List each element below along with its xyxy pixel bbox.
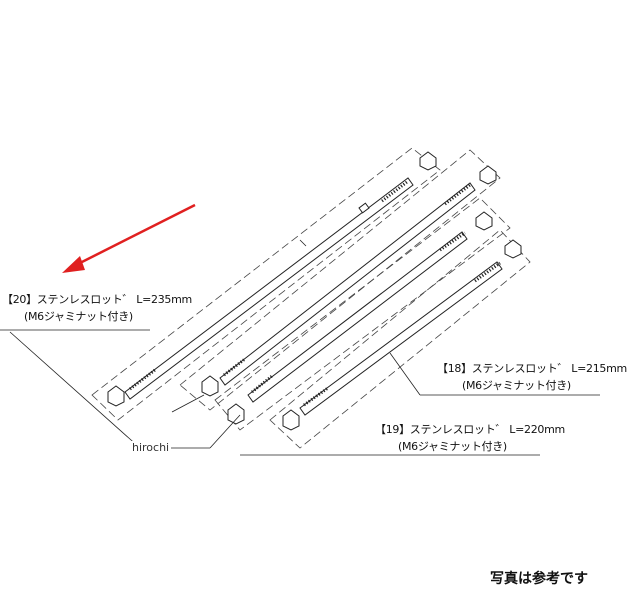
part-18-label: 【18】ステンレスロット゛ L=215mm — [437, 362, 627, 375]
part-20-label: 【20】ステンレスロット゛ L=235mm — [2, 293, 192, 306]
dashed-boxes — [91, 147, 531, 449]
reference-photo-note: 写真は参考です — [490, 571, 588, 587]
rod-19 — [282, 239, 522, 431]
rod-mid — [201, 165, 497, 397]
rod-18 — [227, 211, 493, 425]
parts-diagram — [0, 147, 600, 456]
rod-20 — [107, 151, 437, 407]
part-18-note: (M6ジャミナット付き) — [462, 379, 571, 392]
part-20-note: (M6ジャミナット付き) — [24, 310, 133, 323]
leader-lines — [0, 239, 600, 456]
red-arrow-icon — [62, 203, 196, 273]
part-19-note: (M6ジャミナット付き) — [398, 440, 507, 453]
part-19-label: 【19】ステンレスロット゛ L=220mm — [375, 423, 565, 436]
watermark: hirochi — [130, 441, 172, 454]
